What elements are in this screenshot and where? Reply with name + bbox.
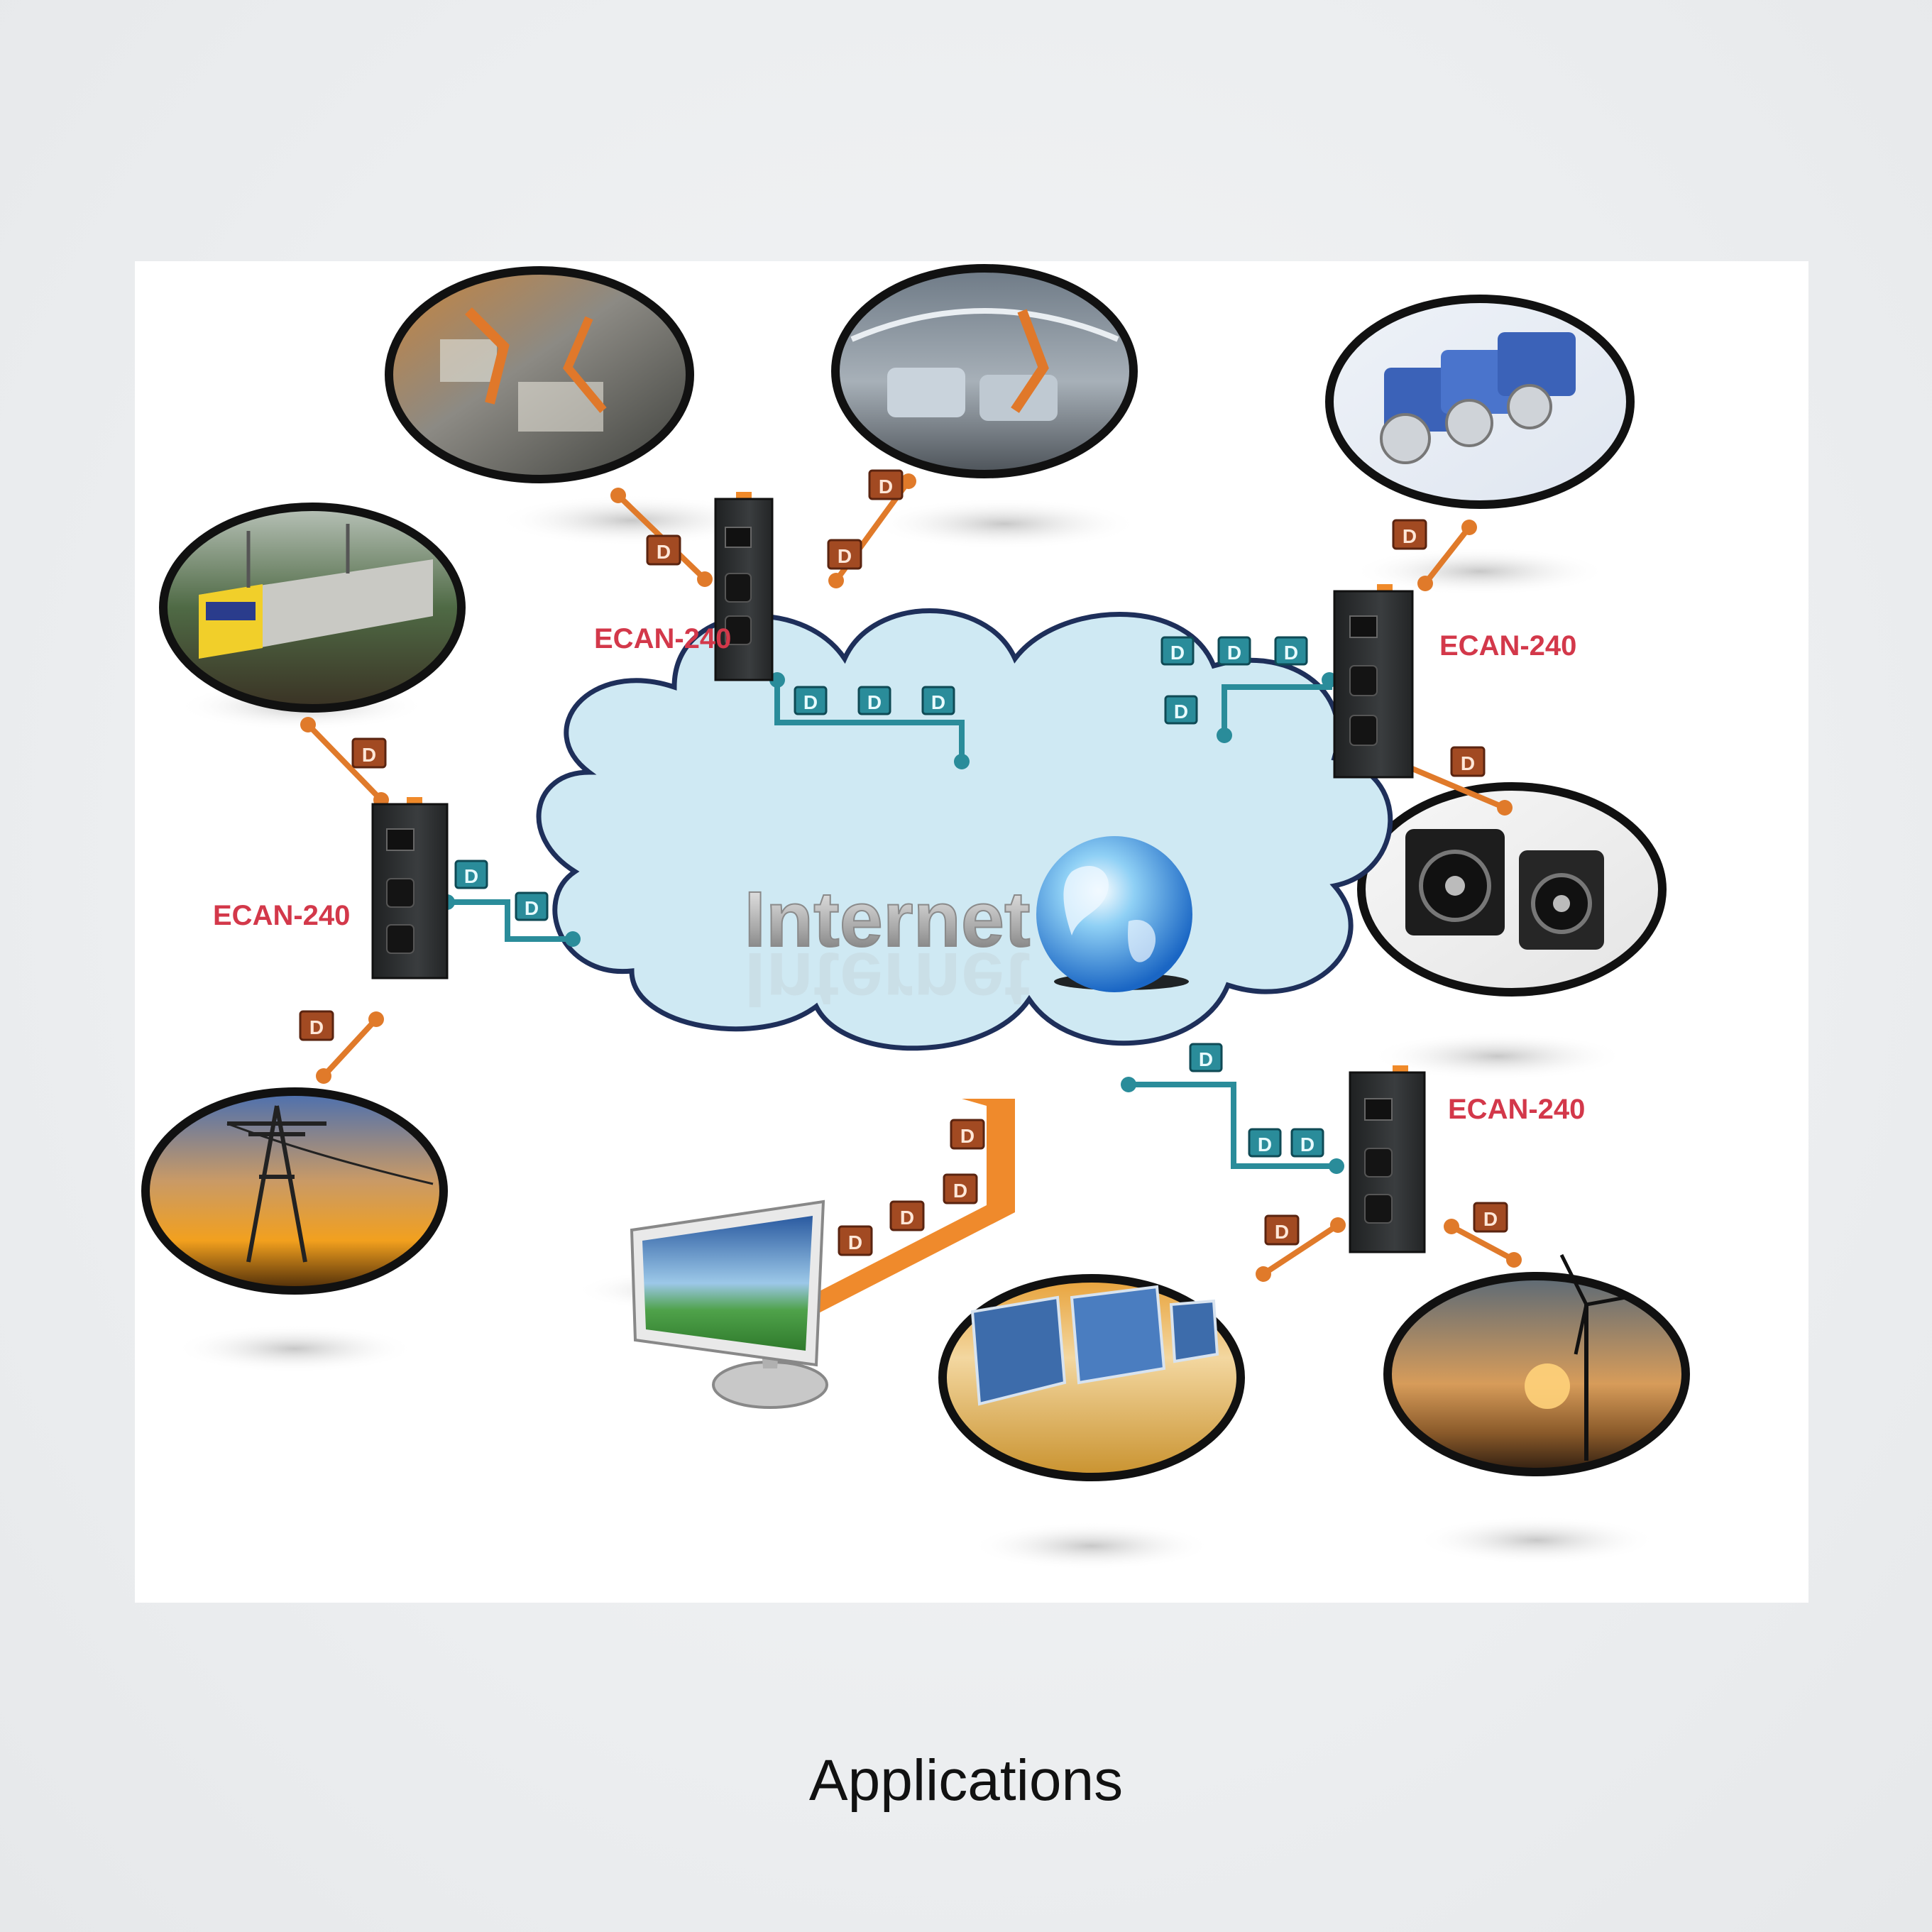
packet-block: D [838,1225,873,1256]
packet-block: D [1473,1202,1508,1233]
svg-text:D: D [879,476,893,498]
packet-block: D [299,1010,334,1041]
scene-train [159,503,466,713]
packet-block: D [1392,519,1427,550]
svg-text:D: D [867,691,882,713]
svg-text:D: D [525,897,539,919]
scene-servo-motors [1325,295,1635,509]
svg-text:D: D [1170,642,1185,664]
packet-block: D [1217,636,1251,666]
svg-text:D: D [838,545,852,567]
svg-text:D: D [1258,1134,1272,1156]
device-label: ECAN-240 [1448,1094,1585,1125]
svg-text:D: D [1227,642,1241,664]
packet-block: D [794,686,828,715]
packet-block: D [857,686,891,715]
svg-text:D: D [1403,525,1417,547]
packet-block: D [1160,636,1195,666]
svg-text:D: D [1483,1208,1498,1230]
svg-text:D: D [1174,701,1188,723]
svg-text:D: D [953,1180,967,1202]
packet-block: D [827,539,862,570]
svg-text:D: D [803,691,818,713]
packet-block: D [1274,636,1308,666]
cloud-label: Internet [744,876,1030,963]
device-label: ECAN-240 [213,900,350,931]
device-lower-right: ECAN-240 [1349,1065,1585,1253]
device-left: ECAN-240 [213,797,449,979]
scene-wind-turbine [1383,1253,1690,1476]
svg-text:D: D [1275,1221,1289,1243]
caption: Applications [808,1748,1124,1813]
packet-block: D [1189,1043,1223,1072]
svg-text:D: D [1300,1134,1314,1156]
application-diagram: Internet Internet [135,261,1808,1603]
device-label: ECAN-240 [594,623,731,654]
svg-text:D: D [931,691,945,713]
packet-block: D [921,686,955,715]
svg-text:D: D [1284,642,1298,664]
pc-monitor [630,1200,828,1409]
packet-block: D [515,891,549,921]
scene-stepper-motors [1357,782,1667,997]
globe-icon [1036,836,1192,992]
packet-block: D [868,469,904,500]
packet-block: D [454,860,488,889]
svg-text:D: D [900,1207,914,1229]
internet-cloud: Internet Internet [536,608,1393,1051]
packet-block: D [1290,1128,1324,1158]
packet-block: D [1264,1214,1300,1246]
packet-block: D [351,737,387,769]
scene-welding-line [385,266,694,483]
packet-block: D [1248,1128,1282,1158]
packet-block: D [950,1119,985,1150]
packet-block: D [943,1173,978,1204]
svg-text:D: D [309,1016,324,1038]
fieldbus-packets: D D D D D D D D D D D D D [299,469,1508,1256]
cloud-label-reflection: Internet [744,936,1030,1023]
ethernet-packets: D D D D D D D D D D D D [454,636,1324,1158]
scene-solar-panels [938,1274,1245,1481]
scene-assembly-plant [831,264,1138,478]
packet-block: D [1164,695,1198,725]
svg-text:D: D [362,744,376,766]
device-upper-right: ECAN-240 [1333,584,1576,779]
diagram-canvas: Internet Internet [141,264,1690,1570]
svg-text:D: D [960,1125,975,1147]
svg-text:D: D [657,541,671,563]
device-top-center: ECAN-240 [594,492,774,681]
svg-text:D: D [1461,752,1475,774]
svg-text:D: D [464,865,478,887]
svg-text:D: D [848,1231,862,1253]
packet-block: D [1450,746,1486,777]
packet-block: D [889,1200,925,1231]
packet-block: D [646,534,681,566]
svg-text:D: D [1199,1048,1213,1070]
scene-power-tower [141,1087,448,1295]
device-label: ECAN-240 [1439,630,1576,662]
